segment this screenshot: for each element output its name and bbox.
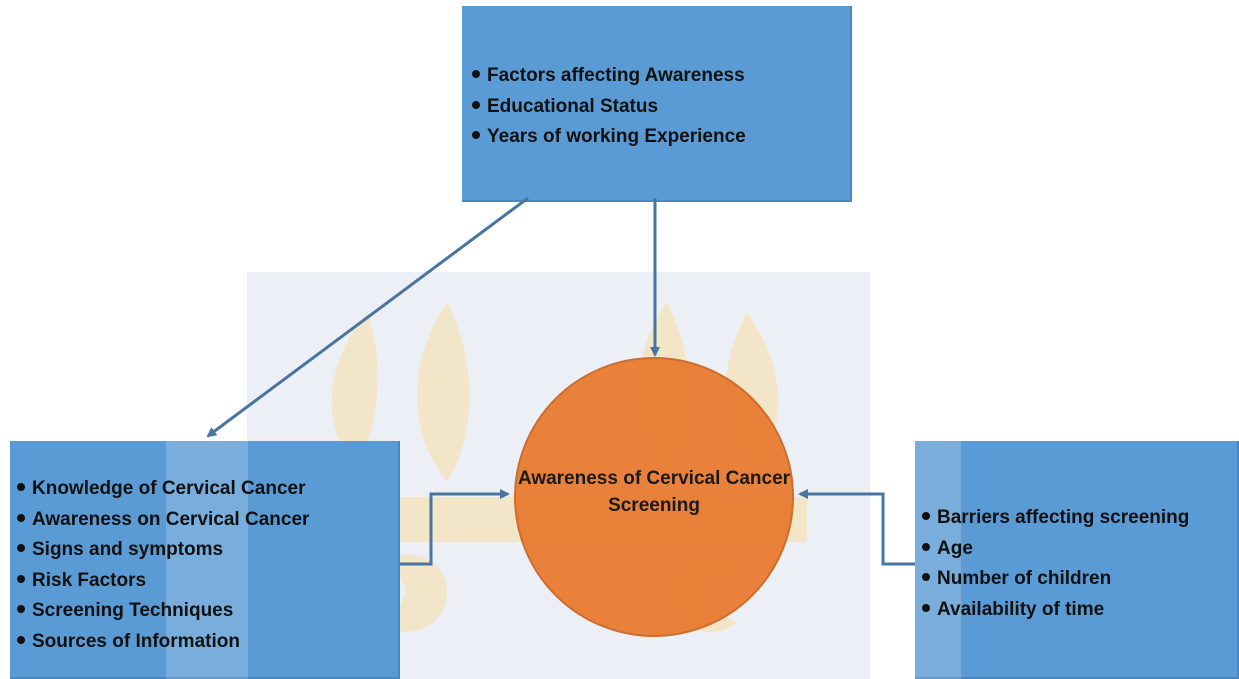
bullet-icon [922, 603, 930, 612]
bullet-icon [17, 635, 25, 644]
bullet-icon [17, 574, 25, 583]
list-item: Factors affecting Awareness [471, 61, 850, 92]
bullet-icon [472, 100, 480, 109]
list-item: Signs and symptoms [16, 535, 398, 566]
bullet-icon [922, 542, 930, 551]
list-item: Number of children [921, 564, 1237, 595]
barriers-box: Barriers affecting screening Age Number … [915, 441, 1239, 679]
list-item: Barriers affecting screening [921, 503, 1237, 534]
box-overlay-strip [166, 441, 248, 679]
knowledge-box: Knowledge of Cervical Cancer Awareness o… [10, 441, 400, 679]
list-item: Risk Factors [16, 566, 398, 597]
bullet-icon [922, 512, 930, 521]
factors-box: Factors affecting Awareness Educational … [462, 6, 852, 202]
list-item: Years of working Experience [471, 122, 850, 153]
bullet-icon [17, 483, 25, 492]
list-item: Sources of Information [16, 627, 398, 658]
list-item: Screening Techniques [16, 596, 398, 627]
center-label: Awareness of Cervical Cancer Screening [517, 468, 791, 516]
list-item: Knowledge of Cervical Cancer [16, 474, 398, 505]
bullet-icon [17, 544, 25, 553]
bullet-icon [472, 70, 480, 79]
list-item: Age [921, 534, 1237, 565]
list-item: Educational Status [471, 92, 850, 123]
bullet-icon [17, 605, 25, 614]
bullet-icon [472, 131, 480, 140]
bullet-icon [922, 573, 930, 582]
list-item: Awareness on Cervical Cancer [16, 505, 398, 536]
box-overlay-strip [915, 441, 961, 679]
center-circle [514, 357, 794, 637]
list-item: Availability of time [921, 595, 1237, 626]
bullet-icon [17, 513, 25, 522]
